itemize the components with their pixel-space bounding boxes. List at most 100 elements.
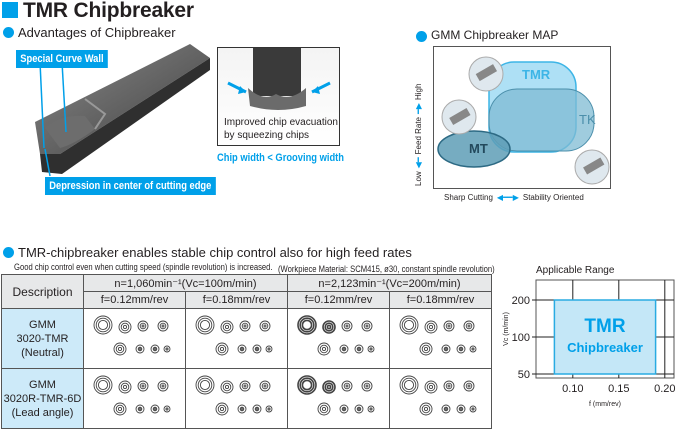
feed-header: f=0.12mm/rev	[287, 291, 390, 309]
chip-image	[389, 368, 492, 429]
chip-spiral	[443, 380, 454, 392]
chip-spiral	[254, 406, 259, 412]
chip-spiral	[153, 347, 156, 351]
feed-header: f=0.18mm/rev	[389, 291, 492, 309]
arrow-down-icon: ◀━	[414, 157, 423, 169]
chip-spiral	[152, 406, 157, 412]
x-axis-label: f (mm/rev)	[589, 401, 621, 408]
page-title: TMR Chipbreaker	[23, 0, 194, 22]
chip-spiral	[296, 315, 317, 335]
y-tick-label: 100	[512, 332, 530, 344]
chip-spiral	[237, 344, 246, 354]
tk-label: TK	[579, 112, 596, 127]
chip-image	[83, 308, 186, 369]
chip-spiral	[365, 324, 368, 328]
chip-spiral	[428, 324, 433, 330]
arrow-up-icon: ━▶	[414, 103, 423, 114]
chip-spiral	[423, 346, 428, 352]
chip-spiral	[326, 384, 331, 390]
chip-spiral	[237, 404, 246, 414]
chip-spiral	[456, 344, 465, 354]
chip-spiral	[220, 320, 233, 334]
chip-spiral	[421, 404, 430, 414]
chip-spiral	[321, 346, 326, 352]
chip-spiral	[157, 380, 168, 392]
row-code: 3020R-TMR-6D	[3, 392, 82, 405]
photo-caption-line1: Improved chip evacuation	[224, 117, 338, 128]
chip-spiral	[403, 319, 414, 331]
feed-header: f=0.18mm/rev	[185, 291, 288, 309]
chip-spiral	[459, 407, 462, 411]
chip-spiral	[298, 377, 315, 393]
chip-spiral	[239, 406, 244, 412]
chip-spiral	[326, 324, 331, 330]
chip-spiral	[419, 342, 432, 356]
chip-spiral	[159, 322, 166, 330]
chip-spiral	[441, 404, 450, 414]
chip-spiral	[467, 324, 470, 328]
chip-spiral	[361, 320, 372, 332]
chip-spiral	[261, 382, 268, 390]
chip-spiral	[467, 384, 470, 388]
chip-spiral	[428, 384, 433, 390]
y-axis-label: Feed Rate	[414, 116, 423, 155]
chip-spiral	[217, 404, 226, 414]
description-header: Description	[1, 274, 84, 309]
chip-spiral	[421, 344, 430, 354]
chip-spiral	[219, 346, 224, 352]
chip-spiral	[365, 384, 368, 388]
chip-image	[287, 368, 390, 429]
chip-spiral	[252, 344, 261, 354]
chip-spiral	[298, 317, 315, 333]
chip-control-heading: TMR-chipbreaker enables stable chip cont…	[18, 245, 412, 260]
x-tick-label: 0.20	[654, 383, 675, 395]
chip-spiral	[357, 347, 360, 351]
chip-spiral	[443, 320, 454, 332]
chip-spiral	[321, 320, 336, 334]
chip-spiral	[159, 382, 166, 390]
chip-spiral	[319, 404, 328, 414]
chip-spiral	[120, 382, 129, 392]
chip-spiral	[215, 402, 228, 416]
row-code: 3020-TMR	[16, 332, 69, 345]
mt-label: MT	[469, 141, 488, 156]
chip-spiral	[153, 407, 156, 411]
note-right: (Workpiece Material: SCM415, ø30, consta…	[278, 264, 495, 274]
chip-spiral	[441, 344, 450, 354]
chip-spiral	[469, 345, 476, 353]
chip-spiral	[93, 375, 112, 395]
chip-spiral	[445, 322, 452, 330]
region-label-line1: TMR	[584, 316, 625, 337]
y-tick-label: 50	[518, 369, 530, 381]
chip-spiral	[150, 404, 159, 414]
chip-spiral	[341, 406, 346, 412]
chip-spiral	[259, 380, 270, 392]
chip-spiral	[239, 380, 250, 392]
row-type: (Neutral)	[21, 346, 64, 359]
row-model: GMM	[29, 318, 56, 331]
chip-spiral	[157, 320, 168, 332]
chip-spiral	[217, 344, 226, 354]
chip-spiral	[137, 380, 148, 392]
chip-spiral	[345, 324, 348, 328]
chip-spiral	[321, 380, 336, 394]
chip-spiral	[137, 406, 142, 412]
chip-spiral	[220, 380, 233, 394]
chip-spiral	[345, 384, 348, 388]
chip-spiral	[444, 407, 447, 411]
chip-spiral	[317, 402, 330, 416]
chip-spiral	[219, 406, 224, 412]
callout-depression: Depression in center of cutting edge	[45, 177, 216, 195]
chip-spiral	[115, 344, 124, 354]
chip-spiral	[152, 346, 157, 352]
chip-spiral	[243, 384, 246, 388]
chip-spiral	[97, 319, 108, 331]
chip-spiral	[458, 346, 463, 352]
chip-spiral	[135, 344, 144, 354]
row-type: (Lead angle)	[11, 406, 74, 419]
chip-spiral	[239, 346, 244, 352]
row-description: GMM 3020R-TMR-6D (Lead angle)	[1, 368, 84, 429]
chip-spiral	[267, 407, 270, 411]
chip-spiral	[97, 379, 108, 391]
x-left-label: Sharp Cutting	[444, 193, 493, 202]
